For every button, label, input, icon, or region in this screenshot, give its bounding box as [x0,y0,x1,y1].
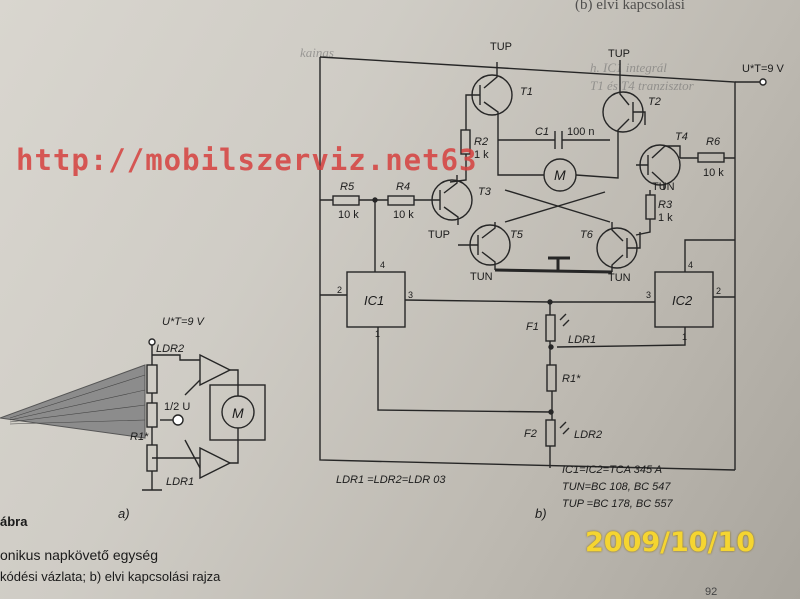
legend-line-2: TUN=BC 108, BC 547 [562,481,671,493]
supply-label-a: U*T=9 V [162,316,206,328]
ghost-text-3: T1 és T4 tranzisztor [590,78,694,93]
ic1-pin2: 2 [337,285,342,295]
legend-line-3: TUP =BC 178, BC 557 [562,498,673,510]
ic2-pin4: 4 [688,260,693,270]
tup-left-label: TUP [490,41,512,53]
t3-label: T3 [478,186,492,198]
t1-label: T1 [520,86,533,98]
half-u-label: 1/2 U [164,401,190,413]
t3-type: TUP [428,229,450,241]
t6-label: T6 [580,229,594,241]
r6-label: R6 [706,136,721,148]
r1-label-a: R1* [130,431,149,443]
r3-value: 1 k [658,212,673,224]
c1-label: C1 [535,126,549,138]
ghost-text-2: h. IC1 integrál [590,60,667,75]
r4-value: 10 k [393,209,414,221]
f1-label: F1 [526,321,539,333]
ldr-note: LDR1 =LDR2=LDR 03 [336,474,446,486]
watermark-url: http://mobilszerviz.net63 [16,143,478,177]
ic1-pin1: 1 [375,329,380,339]
r2-value: 1 k [474,149,489,161]
t2-label: T2 [648,96,661,108]
r4-label: R4 [396,181,410,193]
ldr2-label-b: LDR2 [574,429,602,441]
motor-label-b: M [554,167,566,183]
ic2-pin1: 1 [682,332,687,342]
legend-line-1: IC1=IC2=TCA 345 A [562,464,662,476]
r1-label-b: R1* [562,373,581,385]
ic2-pin3: 3 [646,290,651,300]
ldr2-label-a: LDR2 [156,343,184,355]
figure-caption-line1: onikus napkövető egység [0,547,158,563]
figure-caption-line2: kódési vázlata; b) elvi kapcsolási rajza [0,569,221,584]
figure-caption-label: ábra [0,514,28,529]
r2-label: R2 [474,136,488,148]
ldr1-label-a: LDR1 [166,476,194,488]
tup-right-label: TUP [608,48,630,60]
ic2-label: IC2 [672,293,693,308]
t5-type: TUN [470,271,493,283]
r6-value: 10 k [703,167,724,179]
ic1-pin4: 4 [380,260,385,270]
r5-label: R5 [340,181,355,193]
motor-label-a: M [232,405,244,421]
ic2-pin2: 2 [716,286,721,296]
r5-value: 10 k [338,209,359,221]
page-number: 92 [705,586,718,598]
ic1-label: IC1 [364,293,384,308]
r3-label: R3 [658,199,673,211]
ghost-text-1: kainas [300,45,334,60]
t6-type: TUN [608,272,631,284]
t5-label: T5 [510,229,524,241]
date-stamp: 2009/10/10 [585,527,756,558]
panel-b-label: b) [535,506,547,521]
ldr1-label-b: LDR1 [568,334,596,346]
c1-value: 100 n [567,126,595,138]
ic1-pin3: 3 [408,290,413,300]
f2-label: F2 [524,428,537,440]
top-text: (b) elvi kapcsolási [575,0,685,13]
t4-type: TUN [652,181,675,193]
t4-label: T4 [675,131,688,143]
panel-a-label: a) [118,506,130,521]
supply-label-b: U*T=9 V [742,63,785,75]
